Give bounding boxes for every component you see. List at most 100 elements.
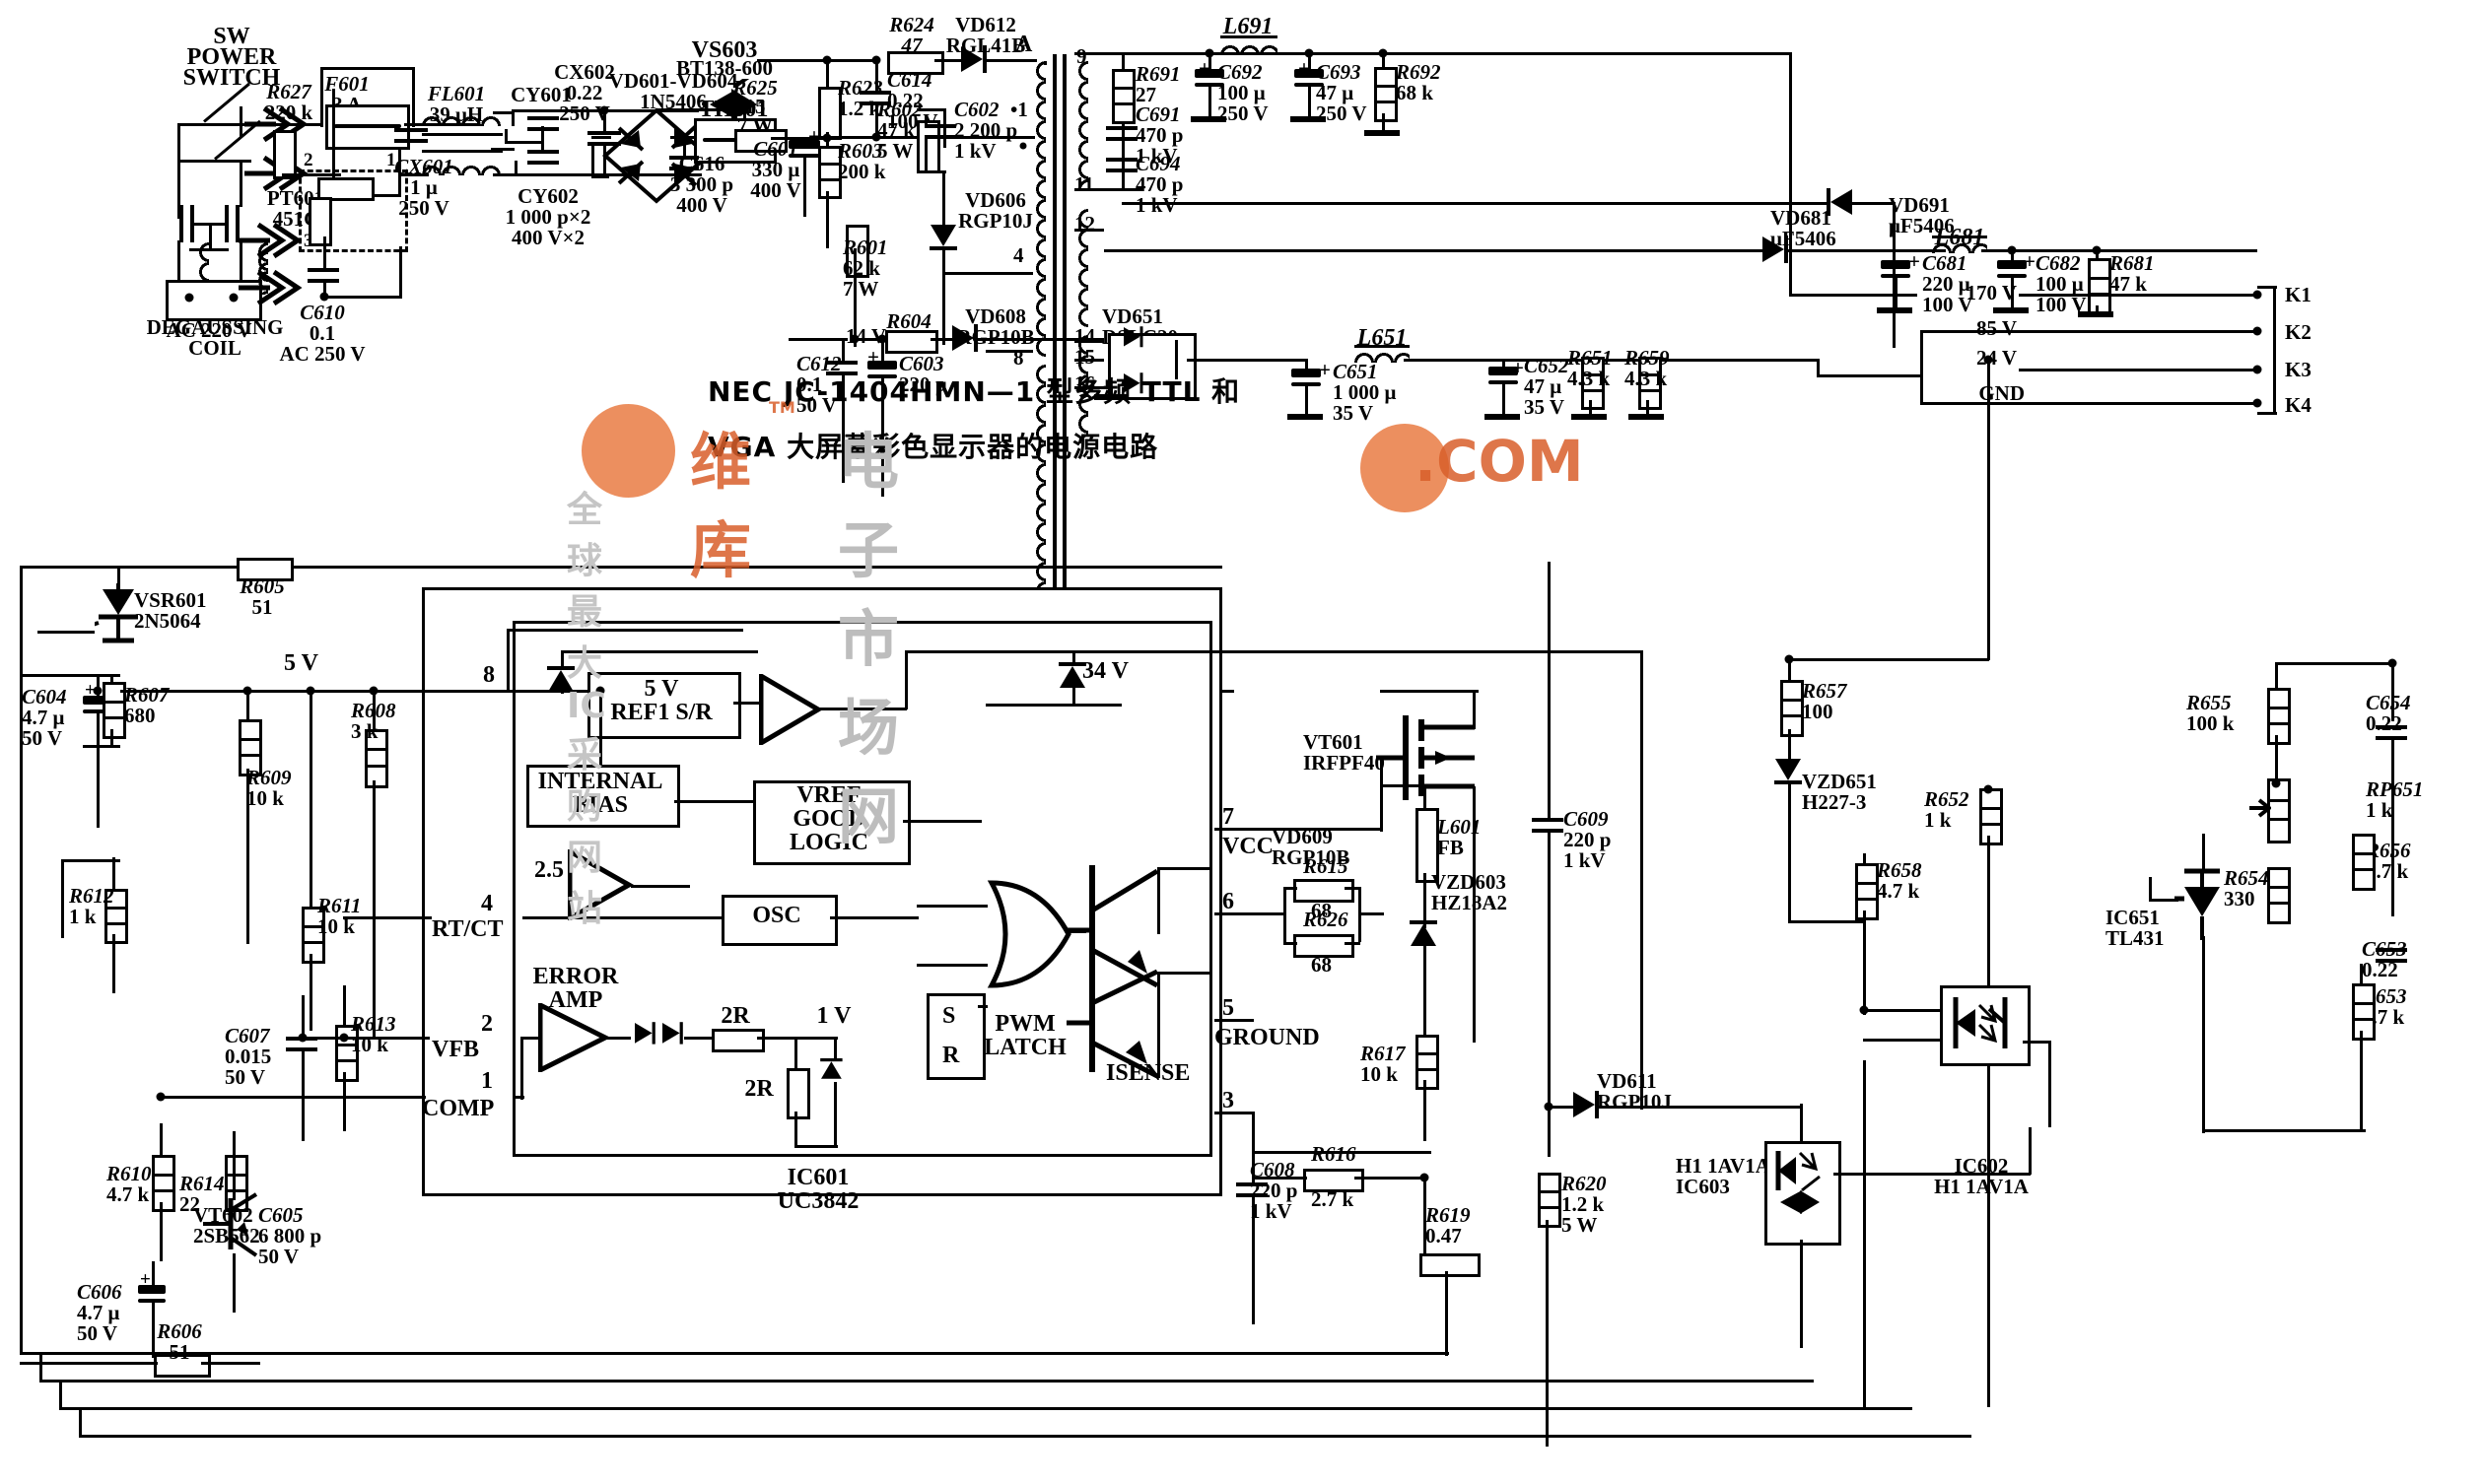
ERRAMP-l2: AMP (548, 987, 603, 1013)
wire (1863, 1009, 1942, 1012)
R608-val: 3 k (351, 719, 379, 743)
wire (310, 690, 312, 909)
R681-ref: R681 (2109, 251, 2155, 275)
R656-ref: R656 (2366, 839, 2411, 862)
C652-val2: 35 V (1524, 395, 1565, 419)
R611-symbol (302, 907, 325, 964)
wire (177, 240, 180, 282)
IC601-pin-7-name: VCC (1222, 834, 1274, 859)
wire (240, 240, 242, 282)
wire (233, 1131, 236, 1200)
wire (1423, 873, 1426, 928)
wire (1987, 359, 1990, 660)
wire (1597, 1106, 1644, 1109)
connector-pin-K1 (2252, 290, 2262, 300)
VREF-l2: GOOD (793, 806, 865, 832)
transformer-aux-winding (1030, 365, 1046, 650)
C609-ref: C609 (1563, 807, 1609, 831)
R651-val: 4.3 k (1567, 367, 1611, 390)
wire (515, 161, 518, 175)
IC601-name: IC601 (787, 1165, 850, 1190)
wire (2096, 249, 2099, 261)
R615-val: 68 (1311, 899, 1332, 922)
VS603-val: BT138-600 (675, 56, 774, 80)
wire (2023, 1041, 2048, 1044)
ground-symbol (2078, 311, 2113, 317)
wire (1423, 944, 1426, 1043)
lower-return-bus-2 (39, 1380, 1814, 1383)
wire (2048, 1041, 2051, 1127)
C602-symbol (925, 124, 956, 140)
VT602-symbol (203, 1192, 258, 1257)
wire (842, 374, 845, 483)
FL601-winding-top (422, 114, 501, 126)
wire (2149, 877, 2152, 901)
wire (591, 136, 611, 139)
C609-val2: 1 kV (1563, 848, 1606, 872)
VT601-mosfet-symbol (1376, 715, 1475, 800)
wire (282, 123, 341, 126)
C651-symbol (1291, 369, 1321, 388)
wire (323, 296, 402, 299)
VSR601-val: 2N5064 (134, 609, 201, 633)
wire (881, 378, 884, 497)
ground-symbol (1877, 307, 1912, 313)
connector-K4-label: K4 (2285, 393, 2312, 417)
wire (1895, 278, 1898, 307)
wire (1445, 1271, 1448, 1356)
R625-val: 15 (744, 95, 766, 118)
VREF-l3: LOGIC (789, 830, 868, 855)
wire (1863, 911, 1866, 1009)
RP651-ref: RP651 (2366, 777, 2424, 801)
R656-symbol (2352, 834, 2376, 891)
transformer-primary-winding (1030, 61, 1046, 357)
wire (1122, 202, 1827, 205)
R610-symbol (152, 1155, 175, 1212)
wire (591, 143, 594, 177)
wire (1788, 658, 1791, 682)
PT601-val: 451C (272, 207, 319, 231)
wire (2019, 294, 2257, 297)
wire (978, 1005, 988, 1008)
transformer-sec-winding-9-11 (1072, 61, 1088, 189)
junction (1544, 1102, 1553, 1112)
C601-symbol (789, 140, 820, 160)
wire (789, 338, 848, 341)
wire (1380, 759, 1383, 832)
wire (925, 138, 928, 172)
junction (599, 105, 609, 115)
R692-val: 68 k (1396, 81, 1433, 104)
wire (1208, 52, 1211, 72)
wire (343, 1072, 346, 1131)
C651-polarity: + (1319, 358, 1331, 381)
wire (1157, 972, 1210, 975)
wire (1283, 887, 1286, 942)
wire (373, 690, 520, 693)
sw-label-3: SWITCH (182, 65, 281, 91)
IC651-symbol (2174, 868, 2220, 940)
transformer-core-left (1053, 54, 1057, 655)
junction (1304, 48, 1314, 58)
IC601-pin-1-num: 1 (481, 1068, 493, 1094)
C605-val2: 50 V (258, 1245, 300, 1268)
C652-val: 47 μ (1524, 374, 1562, 398)
transformer-pin-11: 11 (1074, 172, 1094, 196)
wire (1404, 359, 1818, 362)
CX602-ref: CX602 (554, 60, 615, 84)
transformer-sec-winding-12 (1072, 209, 1088, 327)
wire (2275, 662, 2278, 690)
VD606-ref: VD606 (965, 188, 1026, 212)
wire (854, 248, 857, 347)
wire (1788, 249, 1946, 252)
wire (343, 985, 346, 1027)
wire (605, 1037, 631, 1040)
REF1-line2: REF1 S/R (610, 700, 713, 725)
wire (1640, 650, 1643, 1110)
R655-ref: R655 (2186, 691, 2232, 714)
ground-symbol (1364, 130, 1400, 136)
wire (656, 108, 745, 111)
R619-val: 0.47 (1425, 1224, 1462, 1248)
junction (1378, 48, 1388, 58)
CX602-val: 0.22 (566, 81, 603, 104)
AC-source-label: AC 220 V (166, 318, 252, 342)
